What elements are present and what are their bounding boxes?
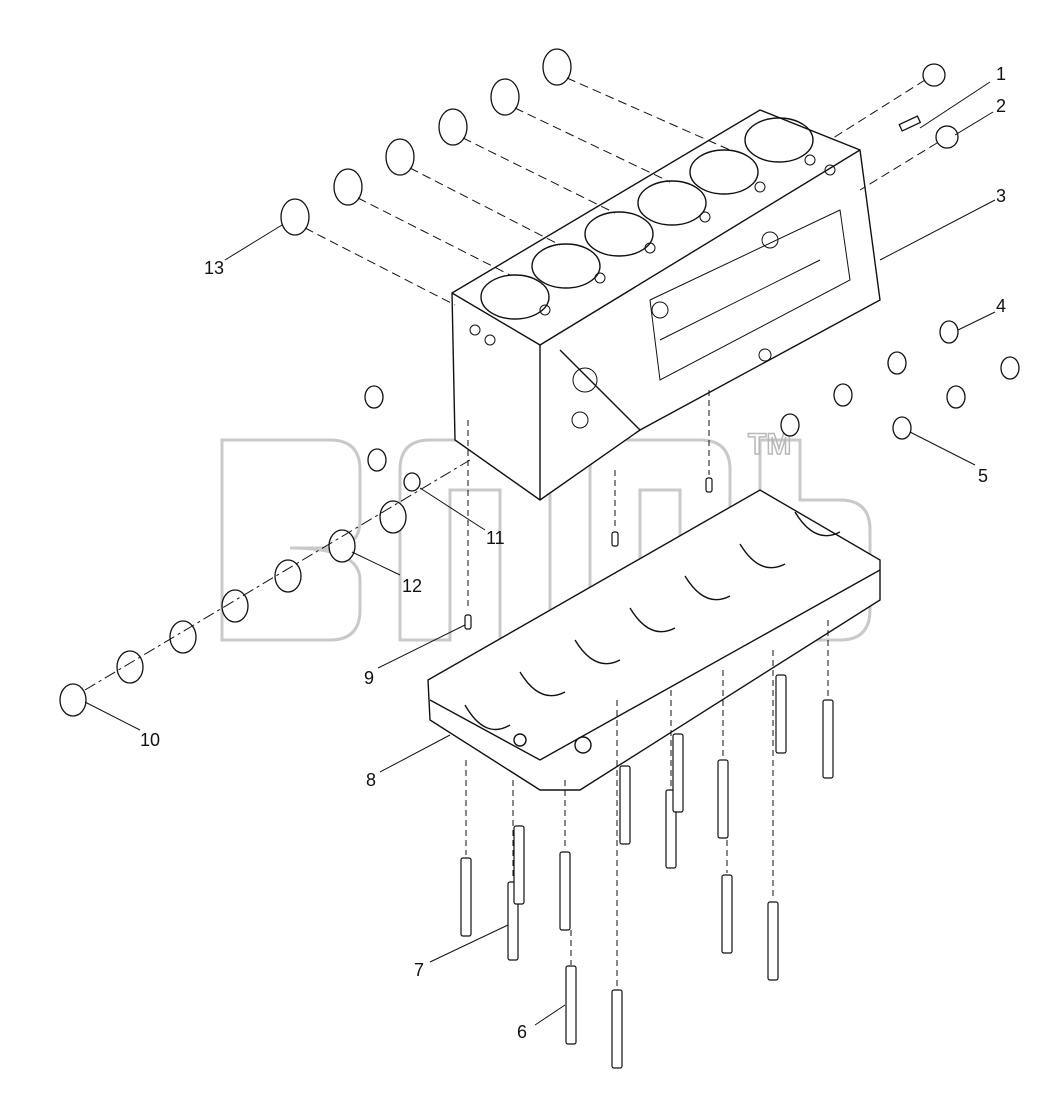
- bolt-dash-lines: [465, 620, 829, 988]
- bushing-axis: [84, 459, 471, 691]
- callout-11: 11: [486, 528, 505, 548]
- callout-labels: 1 2 3 4 5 6 7 8 9 10 11 12 13: [140, 64, 1006, 1042]
- callout-10: 10: [140, 730, 160, 750]
- callout-7: 7: [414, 960, 424, 980]
- callout-6: 6: [517, 1022, 527, 1042]
- bedplate-bolts: [460, 674, 834, 1069]
- seal-rings: [364, 320, 1020, 492]
- main-bearing-saddles: [464, 511, 841, 731]
- liner-dash-lines: [304, 77, 731, 306]
- callout-13: 13: [204, 258, 224, 278]
- cylinder-block: [451, 109, 881, 501]
- callout-1: 1: [996, 64, 1006, 84]
- camshaft-bushings: [59, 500, 407, 717]
- bedplate: [427, 489, 881, 791]
- callout-8: 8: [366, 770, 376, 790]
- cylinder-bores: [480, 117, 814, 320]
- callout-12: 12: [402, 576, 422, 596]
- plug-dash-lines: [829, 79, 938, 191]
- callout-5: 5: [978, 466, 988, 486]
- block-bolt-holes: [469, 154, 836, 429]
- leader-lines: [84, 81, 996, 1026]
- callout-2: 2: [996, 96, 1006, 116]
- callout-3: 3: [996, 186, 1006, 206]
- dowel-dash-lines: [467, 390, 710, 610]
- liner-row-13: [280, 48, 572, 236]
- dowel-pins: [464, 477, 713, 630]
- callout-9: 9: [364, 668, 374, 688]
- callout-4: 4: [996, 296, 1006, 316]
- plugs: [898, 63, 959, 149]
